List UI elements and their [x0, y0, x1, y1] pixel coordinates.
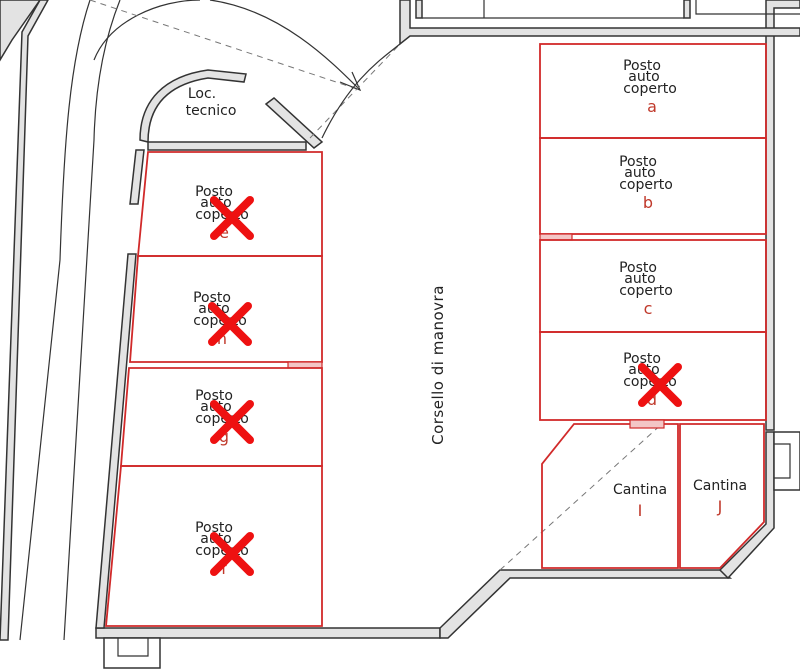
space-code: f	[221, 559, 227, 578]
pilaster-bottom	[103, 637, 161, 669]
cellars	[541, 419, 765, 569]
sold-cross-h	[208, 302, 252, 346]
ramp-curve-inner	[63, 0, 121, 641]
sold-cross-stroke	[208, 302, 252, 346]
sold-marks	[208, 196, 682, 576]
cellar-code: I	[638, 501, 643, 520]
tech-room-bottom-wall	[147, 141, 307, 151]
space-code: a	[647, 97, 657, 116]
cellar-j[interactable]	[679, 423, 765, 569]
door-swing-top	[89, 0, 361, 91]
space-label-line3: coperto	[619, 177, 673, 193]
outer-wall-right-lower	[718, 431, 775, 580]
cellar-label-text: Cantina	[613, 482, 667, 498]
outer-wall-bottom-right	[439, 569, 733, 639]
sold-cross-g	[210, 400, 254, 444]
tech-room-label: Loc. tecnico	[186, 86, 237, 119]
inner-wall-left-lower	[95, 253, 137, 629]
sold-cross-e	[210, 196, 254, 240]
space-code: e	[219, 223, 229, 242]
cellar-swing	[499, 421, 665, 571]
left-parking	[105, 151, 323, 627]
sold-cross-stroke	[210, 532, 254, 576]
outer-wall-right-upper	[765, 0, 800, 431]
space-f[interactable]	[105, 465, 323, 627]
cellar-label-text: Cantina	[693, 478, 747, 494]
space-label-line3: coperto	[623, 81, 677, 97]
tech-room-line2: tecnico	[186, 103, 237, 119]
space-label-line1: Posto	[623, 58, 661, 74]
tech-room-door-wall	[264, 97, 324, 149]
outer-wall-top	[399, 0, 800, 46]
door-swing-right	[309, 43, 401, 139]
cellar-door	[629, 419, 665, 429]
cellar-code: J	[717, 497, 723, 516]
corridor-label: Corsello di manovra	[429, 285, 447, 445]
space-label-line1: Posto	[195, 184, 233, 200]
pilaster-bottom-inner	[117, 638, 149, 657]
door-swing-right-arc	[321, 43, 401, 139]
space-code: c	[644, 299, 653, 318]
space-code: d	[647, 390, 657, 409]
pilaster-right	[773, 431, 800, 491]
ramp-arc	[93, 0, 361, 91]
space-label-line2: auto	[628, 69, 660, 85]
space-label-line1: Posto	[623, 351, 661, 367]
space-label-line1: Posto	[193, 290, 231, 306]
space-b[interactable]	[539, 137, 767, 235]
outer-wall-left	[0, 0, 41, 62]
tech-room-line1: Loc.	[188, 86, 216, 102]
space-label-line1: Posto	[619, 260, 657, 276]
ramp-curve-outer	[19, 0, 91, 641]
space-label-line1: Posto	[195, 520, 233, 536]
top-room-wall	[415, 0, 423, 19]
top-room-wall-2	[683, 0, 691, 19]
pilaster-right-inner	[774, 443, 791, 479]
right-parking	[539, 43, 767, 421]
space-code: h	[217, 329, 227, 348]
space-code: b	[643, 193, 653, 212]
space-label-line2: auto	[624, 165, 656, 181]
space-label-line1: Posto	[619, 154, 657, 170]
space-label-line2: auto	[624, 271, 656, 287]
sold-cross-stroke	[638, 363, 682, 407]
inner-wall-left-upper	[129, 149, 145, 205]
top-room-edge	[422, 0, 800, 19]
sold-cross-stroke	[210, 196, 254, 240]
space-code: g	[219, 427, 229, 446]
space-label-line3: coperto	[619, 283, 673, 299]
door-swing-arrow	[339, 71, 362, 92]
ramp-lines	[19, 0, 665, 641]
outer-wall-bottom	[95, 627, 441, 639]
tech-room-wall	[139, 69, 247, 143]
outer-wall-left-long	[0, 0, 49, 641]
sold-cross-d	[638, 363, 682, 407]
space-label-line1: Posto	[195, 388, 233, 404]
sold-cross-stroke	[210, 400, 254, 444]
sold-cross-f	[210, 532, 254, 576]
